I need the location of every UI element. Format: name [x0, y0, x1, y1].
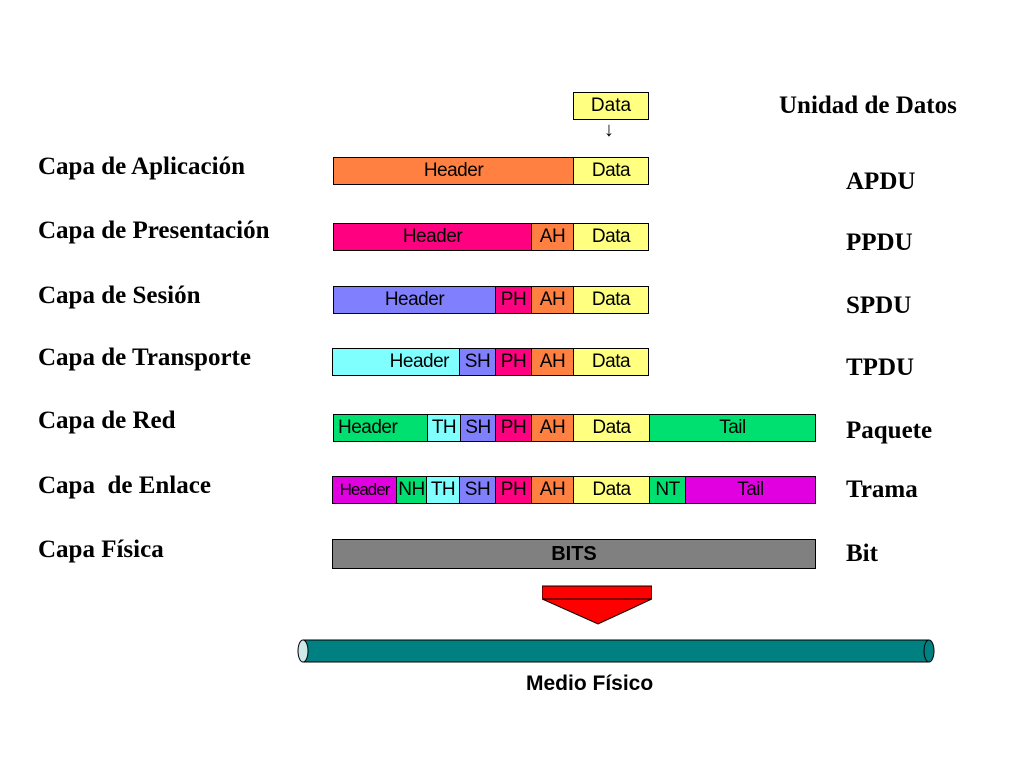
transmit-arrow-icon: [542, 585, 652, 625]
segment-tail: Tail: [649, 414, 816, 442]
segment-tail: Tail: [685, 476, 816, 504]
layer-label-presentation: Capa de Presentación: [38, 217, 270, 244]
segment-nh: NH: [396, 476, 427, 504]
segment-data: Data: [573, 223, 649, 251]
layer-label-transport: Capa de Transporte: [38, 344, 251, 371]
unit-label-ppdu: PPDU: [846, 229, 913, 256]
segment-data: Data: [573, 414, 650, 442]
segment-data: Data: [573, 157, 649, 185]
segment-header: Header: [333, 157, 574, 185]
pdu-bar-network: Header TH SH PH AH Data Tail: [333, 414, 816, 443]
segment-th: TH: [426, 476, 460, 504]
layer-label-physical: Capa Física: [38, 536, 164, 563]
pdu-bar-presentation: Header AH Data: [333, 223, 649, 252]
physical-medium-label: Medio Físico: [526, 672, 654, 695]
pdu-bar-transport: Header SH PH AH Data: [332, 348, 649, 377]
units-column-title: Unidad de Datos: [779, 92, 957, 119]
segment-data: Data: [573, 476, 650, 504]
unit-label-trama: Trama: [846, 476, 918, 503]
segment-header: Header: [333, 223, 532, 251]
pdu-bar-link: Header NH TH SH PH AH Data NT Tail: [332, 476, 816, 505]
segment-header: Header: [332, 476, 397, 504]
segment-header: Header: [333, 286, 496, 314]
segment-ph: PH: [495, 414, 532, 442]
layer-label-link: Capa de Enlace: [38, 472, 211, 499]
layer-label-session: Capa de Sesión: [38, 282, 201, 309]
physical-medium-pipe: [297, 639, 935, 663]
layer-label-network: Capa de Red: [38, 407, 176, 434]
segment-sh: SH: [459, 348, 496, 376]
segment-ph: PH: [495, 286, 532, 314]
segment-th: TH: [427, 414, 461, 442]
pdu-bar-application: Header Data: [333, 157, 649, 186]
segment-header: Header: [332, 348, 460, 376]
segment-data: Data: [573, 348, 649, 376]
down-arrow-icon: ↓: [604, 119, 614, 141]
unit-label-apdu: APDU: [846, 168, 916, 195]
segment-sh: SH: [460, 414, 496, 442]
unit-label-tpdu: TPDU: [846, 354, 915, 381]
segment-sh: SH: [459, 476, 496, 504]
layer-label-application: Capa de Aplicación: [38, 153, 245, 180]
unit-label-paquete: Paquete: [846, 417, 933, 444]
segment-ah: AH: [531, 414, 574, 442]
top-data-box: Data: [573, 92, 649, 120]
segment-nt: NT: [649, 476, 686, 504]
segment-header: Header: [333, 414, 428, 442]
segment-ah: AH: [531, 348, 574, 376]
segment-data: Data: [573, 286, 649, 314]
segment-ph: PH: [495, 348, 532, 376]
pdu-bar-session: Header PH AH Data: [333, 286, 649, 315]
segment-ah: AH: [531, 286, 574, 314]
segment-ph: PH: [495, 476, 532, 504]
bits-bar: BITS: [332, 539, 816, 569]
unit-label-bit: Bit: [846, 540, 878, 567]
segment-ah: AH: [531, 223, 574, 251]
unit-label-spdu: SPDU: [846, 292, 912, 319]
segment-ah: AH: [531, 476, 574, 504]
